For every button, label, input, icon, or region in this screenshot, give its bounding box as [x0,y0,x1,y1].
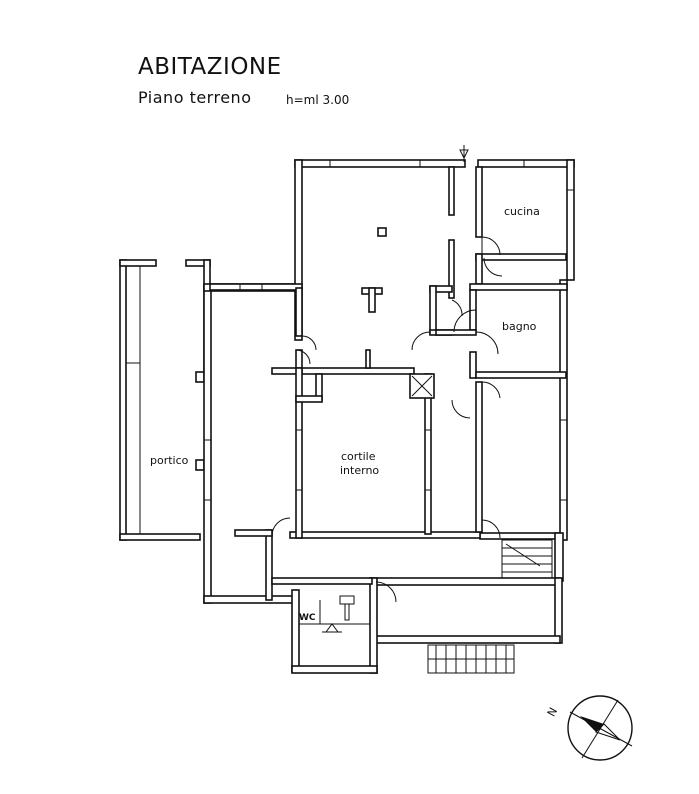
kitchen-bath-walls [435,166,568,379]
door-swings [271,145,503,603]
wc-fixtures [322,595,355,633]
label-bagno: bagno [502,320,537,333]
plan-title: ABITAZIONE [138,54,282,80]
windows [204,160,574,501]
label-cucina: cucina [504,205,540,218]
stairs-east [501,539,553,579]
label-portico: portico [150,454,189,467]
label-cortile-2: interno [340,464,379,477]
label-cortile-1: cortile [341,450,376,463]
label-wc: WC [299,613,316,623]
compass-north-letter: N [545,705,560,718]
ceiling-height-note: h=ml 3.00 [286,93,350,107]
outer-walls [203,159,575,674]
stairs-south [427,644,515,674]
plan-subtitle: Piano terreno [138,88,252,107]
central-walls [209,166,483,539]
compass-rose-icon: N [545,695,633,761]
portico-area [119,259,211,541]
